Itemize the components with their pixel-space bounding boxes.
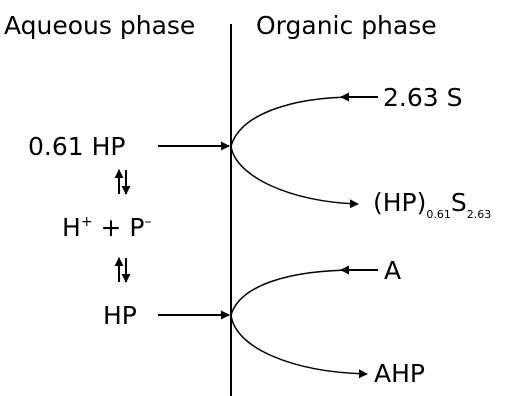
organic-phase-title: Organic phase bbox=[256, 11, 437, 40]
aqueous-phase-title: Aqueous phase bbox=[4, 11, 196, 40]
hp-coefficient: 0.61 bbox=[28, 132, 84, 161]
complex-sub-hp: 0.61 bbox=[426, 208, 451, 221]
lower-reaction-curve bbox=[230, 269, 368, 379]
ahp-product-label: AHP bbox=[374, 359, 425, 388]
hp-bottom-label: HP bbox=[103, 301, 137, 330]
p-ion: P bbox=[129, 213, 145, 242]
complex-base: (HP) bbox=[373, 188, 427, 217]
s-reactant-label: 2.63 S bbox=[383, 85, 463, 110]
complex-label: (HP)0.61S2.63 bbox=[373, 188, 491, 220]
plus-sign: + bbox=[92, 213, 130, 242]
hp-species: HP bbox=[91, 132, 126, 161]
complex-s: S bbox=[450, 188, 467, 217]
dissociation-label: H+ + P– bbox=[62, 215, 151, 240]
complex-sub-s: 2.63 bbox=[466, 208, 492, 221]
s-coefficient: 2.63 bbox=[383, 83, 439, 112]
p-ion-charge: – bbox=[144, 214, 152, 230]
s-species: S bbox=[446, 83, 463, 112]
upper-reaction-curve bbox=[230, 96, 359, 209]
h-ion-charge: + bbox=[80, 214, 93, 230]
h-ion: H bbox=[62, 213, 81, 242]
hp-top-label: 0.61 HP bbox=[28, 134, 126, 159]
a-reactant-label: A bbox=[384, 256, 402, 285]
